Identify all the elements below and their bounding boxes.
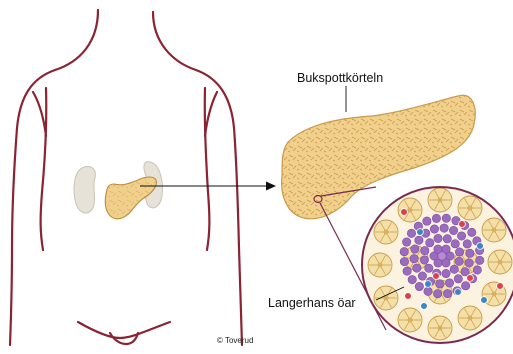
acinar-cluster [428, 188, 452, 212]
blood-cell [401, 209, 408, 216]
blood-cell [477, 243, 484, 250]
acinar-cluster [374, 286, 398, 310]
blood-cell [467, 275, 474, 282]
blood-cell [481, 297, 488, 304]
acinar-cluster [458, 306, 482, 330]
acinar-cluster [458, 196, 482, 220]
blood-cell [455, 289, 462, 296]
acinar-cluster [428, 316, 452, 340]
blood-cell [425, 281, 432, 288]
blood-cell [421, 303, 428, 310]
blood-cell [497, 283, 504, 290]
blood-cell [433, 273, 440, 280]
acinar-cluster [488, 250, 512, 274]
acinar-cluster [482, 218, 506, 242]
magnified-view [362, 187, 513, 343]
islets-label: Langerhans öar [268, 296, 356, 310]
acinar-cluster [374, 220, 398, 244]
blood-cell [417, 229, 424, 236]
blood-cell [459, 221, 466, 228]
body-outline [10, 10, 242, 345]
acinar-cluster [368, 253, 392, 277]
credit-text: © Toverud [217, 336, 253, 345]
acinar-cluster [398, 308, 422, 332]
pancreas-label: Bukspottkörteln [297, 71, 383, 85]
blood-cell [405, 293, 412, 300]
